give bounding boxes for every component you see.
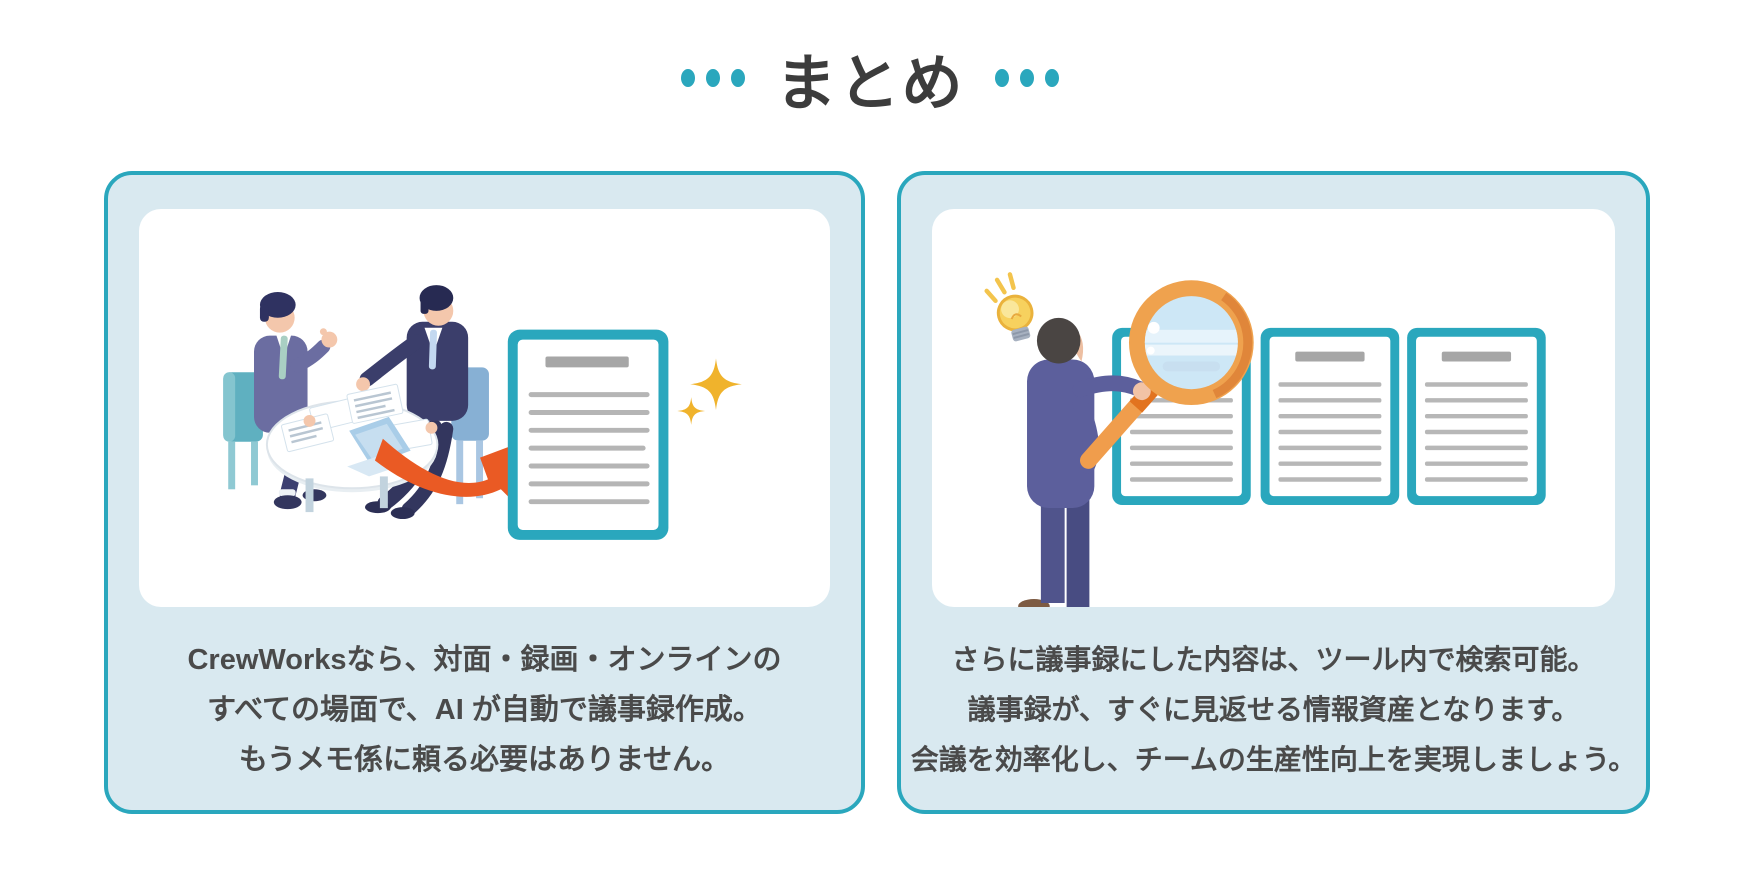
document-icon — [1407, 327, 1546, 506]
title-row: まとめ — [0, 30, 1740, 125]
title-dot — [731, 68, 746, 87]
title-dot — [994, 68, 1009, 87]
caption-line: さらに議事録にした内容は、ツール内で検索可能。 — [951, 644, 1596, 675]
minutes-document-icon — [507, 329, 669, 540]
caption-line: もうメモ係に頼る必要はありません。 — [238, 744, 731, 776]
title-dot — [1044, 68, 1059, 87]
search-documents-illustration — [984, 272, 1546, 607]
title-dot — [681, 68, 696, 87]
page-title: まとめ — [775, 49, 965, 117]
meeting-to-document-illustration — [223, 285, 742, 540]
caption-line: CrewWorksなら、対面・録画・オンラインの — [187, 644, 782, 676]
title-dots-right — [994, 68, 1059, 87]
caption-line: すべての場面で、AI が自動で議事録作成。 — [207, 694, 762, 726]
sparkles-icon — [677, 358, 742, 425]
title-dot — [1019, 68, 1034, 87]
card-ai-minutes-panel — [139, 209, 830, 607]
hand-with-paper — [346, 334, 425, 424]
card-searchable-minutes-caption: さらに議事録にした内容は、ツール内で検索可能。 議事録が、すぐに見返せる情報資産… — [901, 635, 1646, 785]
magnifier-icon — [1079, 280, 1254, 469]
transform-arrow-icon — [374, 436, 536, 511]
document-icon — [1260, 327, 1400, 506]
title-dot — [706, 68, 721, 87]
caption-line: 議事録が、すぐに見返せる情報資産となります。 — [967, 694, 1580, 725]
idea-bulb-icon — [984, 272, 1034, 342]
card-searchable-minutes: さらに議事録にした内容は、ツール内で検索可能。 議事録が、すぐに見返せる情報資産… — [897, 171, 1650, 814]
card-searchable-minutes-panel — [932, 209, 1615, 607]
caption-line: 会議を効率化し、チームの生産性向上を実現しましょう。 — [910, 744, 1637, 775]
card-ai-minutes: CrewWorksなら、対面・録画・オンラインの すべての場面で、AI が自動で… — [104, 171, 865, 814]
title-dots-left — [681, 68, 746, 87]
card-ai-minutes-caption: CrewWorksなら、対面・録画・オンラインの すべての場面で、AI が自動で… — [108, 635, 861, 785]
chair-left-icon — [223, 372, 263, 490]
